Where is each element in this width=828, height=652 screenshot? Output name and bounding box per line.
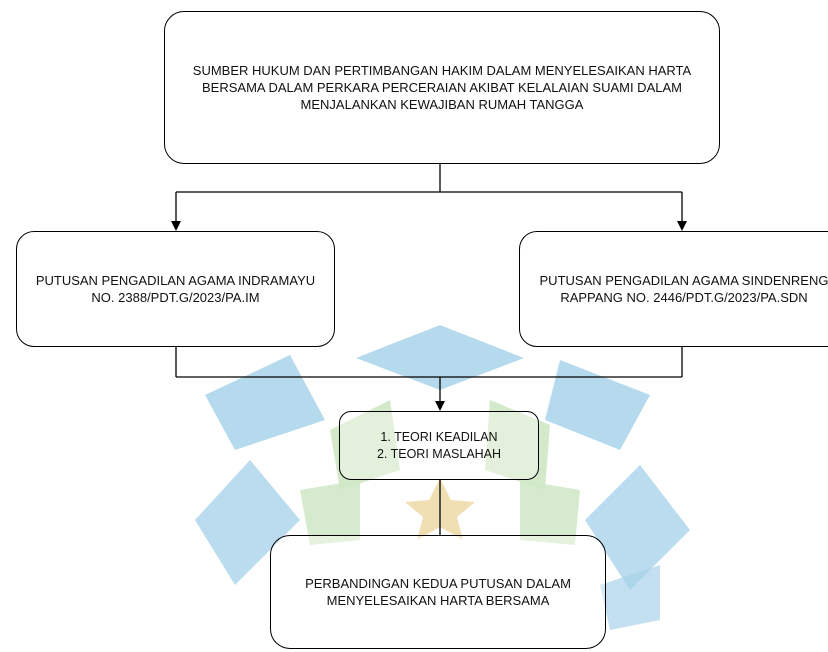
node-sidenreng-decision-label: PUTUSAN PENGADILAN AGAMA SINDENRENG RAPP… [539, 273, 828, 305]
watermark-petal-green-lower-left [300, 480, 360, 545]
node-comparison: PERBANDINGAN KEDUA PUTUSAN DALAM MENYELE… [270, 535, 606, 649]
watermark-petal-blue-top [356, 325, 524, 390]
watermark-petal-blue-left [195, 460, 300, 585]
node-theories-label: 1. TEORI KEADILAN 2. TEORI MASLAHAH [376, 429, 502, 461]
watermark-petal-green-lower-right [520, 480, 580, 545]
node-main-topic-label: SUMBER HUKUM DAN PERTIMBANGAN HAKIM DALA… [192, 63, 692, 112]
node-sidenreng-decision: PUTUSAN PENGADILAN AGAMA SINDENRENG RAPP… [519, 231, 828, 347]
node-comparison-label: PERBANDINGAN KEDUA PUTUSAN DALAM MENYELE… [305, 576, 571, 608]
node-main-topic: SUMBER HUKUM DAN PERTIMBANGAN HAKIM DALA… [164, 11, 720, 164]
watermark-petal-blue-upper-left [205, 355, 325, 450]
node-indramayu-decision: PUTUSAN PENGADILAN AGAMA INDRAMAYU NO. 2… [16, 231, 335, 347]
watermark-petal-blue-bottom-right [600, 565, 660, 630]
watermark-petal-blue-right [585, 465, 690, 590]
watermark-petal-blue-upper-right [545, 360, 650, 450]
watermark-blue-shapes [195, 325, 690, 630]
node-theories: 1. TEORI KEADILAN 2. TEORI MASLAHAH [339, 411, 539, 480]
node-indramayu-decision-label: PUTUSAN PENGADILAN AGAMA INDRAMAYU NO. 2… [35, 273, 316, 305]
